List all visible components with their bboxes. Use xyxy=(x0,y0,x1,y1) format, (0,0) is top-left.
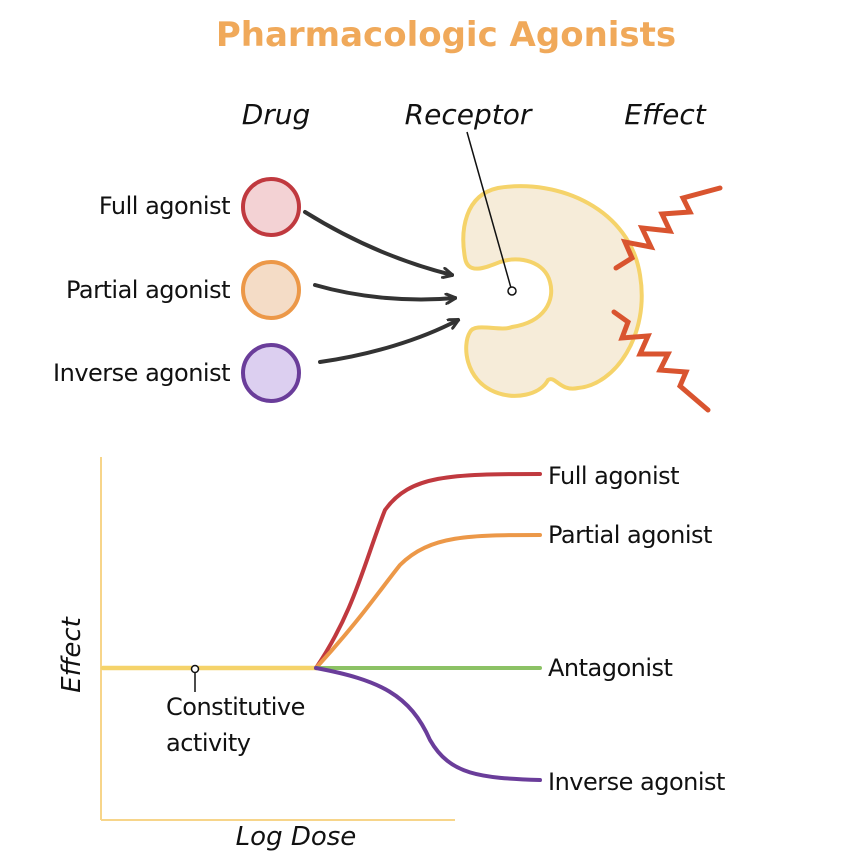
full-agonist-curve xyxy=(314,472,542,670)
drug-label-full-agonist: Full agonist xyxy=(99,192,230,220)
receptor-shape xyxy=(461,184,644,398)
receptor-binding-site-dot xyxy=(507,286,517,296)
effect-header: Effect xyxy=(624,98,707,131)
partial-agonist-drug-circle xyxy=(241,260,301,320)
effect-zigzag-lower xyxy=(611,309,711,413)
inverse-agonist-arrow xyxy=(318,318,458,364)
partial-agonist-curve xyxy=(314,533,542,670)
inverse-agonist-curve xyxy=(314,666,542,782)
partial-agonist-arrow xyxy=(313,283,455,299)
drug-header: Drug xyxy=(242,98,311,131)
curve-label-partial-agonist: Partial agonist xyxy=(548,521,712,549)
receptor-header: Receptor xyxy=(405,98,533,131)
curve-label-full-agonist: Full agonist xyxy=(548,462,679,490)
full-agonist-drug-circle xyxy=(241,177,301,237)
curve-label-antagonist: Antagonist xyxy=(548,654,673,682)
graph-x-axis-label: Log Dose xyxy=(236,822,357,852)
inverse-agonist-drug-circle xyxy=(241,343,301,403)
curve-label-inverse-agonist: Inverse agonist xyxy=(548,768,725,796)
drug-label-partial-agonist: Partial agonist xyxy=(66,276,230,304)
constitutive-activity-dot xyxy=(190,664,200,674)
full-agonist-arrow xyxy=(303,210,452,275)
graph-y-axis-label: Effect xyxy=(57,616,87,692)
diagram-title: Pharmacologic Agonists xyxy=(216,15,676,55)
constitutive-activity-label-line1: Constitutive xyxy=(166,693,305,721)
effect-zigzag-upper xyxy=(613,185,723,271)
drug-label-inverse-agonist: Inverse agonist xyxy=(53,359,230,387)
constitutive-activity-label-line2: activity xyxy=(166,729,251,757)
receptor-pointer-line xyxy=(466,131,512,289)
